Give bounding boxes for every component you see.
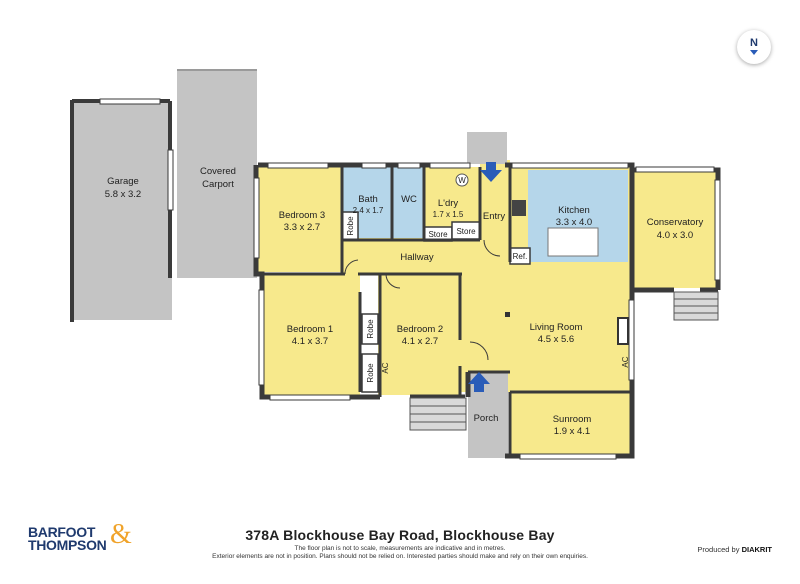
bedroom3-label: Bedroom 3 bbox=[279, 210, 325, 221]
garage-area bbox=[72, 102, 172, 320]
sunroom-size: 1.9 x 4.1 bbox=[554, 426, 590, 437]
interior-walls bbox=[262, 167, 632, 456]
laundry-size: 1.7 x 1.5 bbox=[433, 210, 464, 219]
store-label-1: Store bbox=[428, 230, 448, 239]
hallway-label: Hallway bbox=[400, 252, 434, 263]
living-size: 4.5 x 5.6 bbox=[538, 334, 574, 345]
bedroom2-size: 4.1 x 2.7 bbox=[402, 336, 438, 347]
fireplace-icon bbox=[617, 317, 629, 345]
door-swings bbox=[344, 239, 501, 361]
entry-label: Entry bbox=[483, 211, 505, 222]
north-label: N bbox=[750, 37, 758, 49]
porch-arrow-icon bbox=[468, 372, 490, 392]
robe-1 bbox=[361, 313, 379, 345]
sunroom-label: Sunroom bbox=[553, 414, 592, 425]
bath-label: Bath bbox=[358, 194, 378, 205]
conservatory-label: Conservatory bbox=[647, 217, 704, 228]
credit-brand: DIAKRIT bbox=[741, 545, 772, 554]
bedroom3-size: 3.3 x 2.7 bbox=[284, 222, 320, 233]
porch-label: Porch bbox=[474, 413, 499, 424]
washer-label: W bbox=[458, 176, 466, 185]
brand-line-2: THOMPSON bbox=[28, 537, 107, 553]
porch-steps bbox=[409, 397, 467, 431]
entry-arrow-icon bbox=[480, 162, 502, 182]
conservatory-steps bbox=[673, 291, 719, 321]
conservatory-size: 4.0 x 3.0 bbox=[657, 230, 693, 241]
robe-label-1: Robe bbox=[366, 319, 375, 339]
bedroom2-label: Bedroom 2 bbox=[397, 324, 443, 335]
kitchen-size: 3.3 x 4.0 bbox=[556, 217, 592, 228]
disclaimer-line-2: Exterior elements are not in position. P… bbox=[212, 553, 588, 560]
wc-label: WC bbox=[401, 194, 417, 205]
garage-label: Garage bbox=[107, 176, 139, 187]
washer-icon bbox=[455, 173, 469, 187]
windows bbox=[99, 98, 721, 460]
robe-label-2: Robe bbox=[366, 363, 375, 383]
carport-area bbox=[177, 70, 257, 278]
bedroom3-area bbox=[258, 167, 342, 272]
carport-label-1: Covered bbox=[200, 166, 236, 177]
producer-credit: Produced by DIAKRIT bbox=[697, 545, 772, 554]
conservatory-area bbox=[632, 170, 718, 288]
entry-landing bbox=[467, 132, 507, 164]
disclaimer-line-1: The floor plan is not to scale, measurem… bbox=[294, 545, 506, 552]
laundry-area bbox=[424, 167, 480, 227]
north-compass: N bbox=[737, 30, 771, 64]
bedroom2-area bbox=[378, 273, 460, 395]
ac-label-2: AC bbox=[621, 356, 630, 367]
property-address: 378A Blockhouse Bay Road, Blockhouse Bay bbox=[245, 527, 555, 543]
column-marker bbox=[505, 312, 510, 317]
bedroom1-label: Bedroom 1 bbox=[287, 324, 333, 335]
floor-plan: Garage 5.8 x 3.2 Covered Carport Bedroom… bbox=[70, 69, 721, 460]
ref-label: Ref. bbox=[513, 252, 528, 261]
robe-label-3: Robe bbox=[346, 216, 355, 236]
bedroom1-size: 4.1 x 3.7 bbox=[292, 336, 328, 347]
robe-2 bbox=[361, 353, 379, 393]
ac-label-1: AC bbox=[381, 362, 390, 373]
laundry-label: L'dry bbox=[438, 198, 459, 209]
living-label: Living Room bbox=[530, 322, 583, 333]
credit-prefix: Produced by bbox=[697, 545, 740, 554]
sunroom-area bbox=[510, 392, 632, 454]
carport-label-2: Carport bbox=[202, 179, 234, 190]
wc-area bbox=[392, 167, 424, 239]
kitchen-label: Kitchen bbox=[558, 205, 590, 216]
brand-line-1: BARFOOT bbox=[28, 524, 96, 540]
north-arrow-icon bbox=[750, 50, 758, 55]
store-label-2: Store bbox=[456, 227, 476, 236]
hob-icon bbox=[512, 200, 526, 216]
kitchen-island bbox=[547, 227, 599, 257]
living-area bbox=[460, 262, 630, 392]
garage-size: 5.8 x 3.2 bbox=[105, 189, 141, 200]
bath-size: 2.4 x 1.7 bbox=[353, 206, 384, 215]
bedroom1-area bbox=[260, 273, 360, 395]
